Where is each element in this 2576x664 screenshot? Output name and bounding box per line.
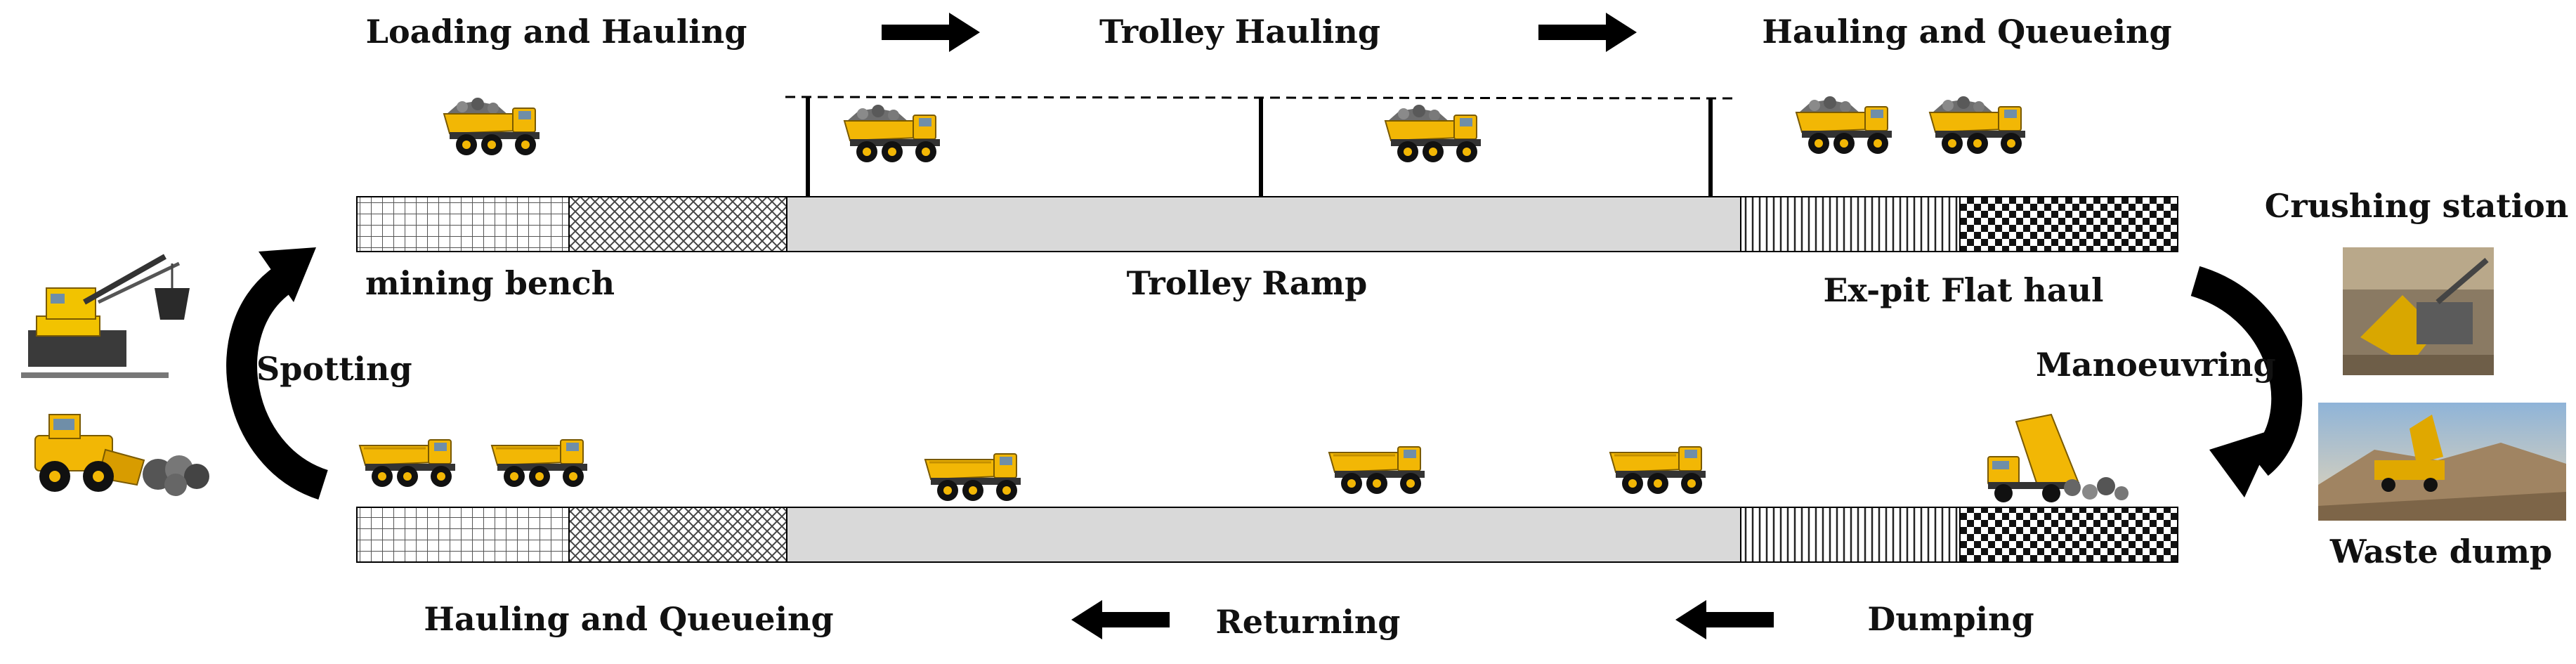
dumping-truck-icon — [1987, 413, 2129, 502]
stage-label-loading-hauling: Loading and Hauling — [365, 13, 747, 51]
right-arrow-icon — [1538, 13, 1637, 52]
loaded-haul-truck-icon — [844, 104, 941, 163]
top-road — [356, 196, 2178, 252]
spotting-curved-arrow — [226, 247, 329, 500]
stage-label-dumping: Dumping — [1867, 600, 2034, 638]
destination-label-crushing-station: Crushing station — [2264, 187, 2569, 225]
waste-dump-photo — [2318, 403, 2566, 521]
electric-shovel-icon — [28, 254, 190, 367]
bottom-road — [356, 507, 2178, 563]
bench-edge — [21, 372, 169, 378]
segment-label-ex-pit-flat-haul: Ex-pit Flat haul — [1823, 271, 2104, 309]
empty-haul-truck-icon — [1328, 445, 1426, 495]
right-arrow-icon — [882, 13, 980, 52]
empty-haul-truck-icon — [924, 453, 1022, 502]
left-arrow-icon — [1675, 600, 1774, 639]
segment-label-mining-bench: mining bench — [365, 264, 615, 302]
manoeuvring-curved-arrow — [2190, 266, 2303, 497]
loaded-haul-truck-icon — [443, 97, 540, 156]
trolley-line — [785, 96, 1736, 197]
empty-haul-truck-icon — [358, 438, 457, 488]
destination-label-waste-dump: Waste dump — [2329, 533, 2553, 571]
wheel-loader-icon — [34, 414, 209, 496]
stage-label-returning: Returning — [1215, 603, 1401, 641]
loaded-haul-truck-icon — [1796, 96, 1892, 155]
loaded-haul-truck-icon — [1929, 96, 2026, 155]
crusher-photo — [2343, 247, 2494, 375]
stage-label-spotting: Spotting — [256, 350, 412, 388]
empty-haul-truck-icon — [490, 438, 589, 488]
stage-label-hauling-queueing-bottom: Hauling and Queueing — [424, 600, 834, 638]
stage-label-manoeuvring: Manoeuvring — [2036, 346, 2276, 384]
segment-label-trolley-ramp: Trolley Ramp — [1126, 264, 1368, 302]
stage-label-hauling-queueing-top: Hauling and Queueing — [1762, 13, 2172, 51]
loaded-haul-truck-icon — [1385, 104, 1482, 163]
stage-label-trolley-hauling: Trolley Hauling — [1099, 13, 1381, 51]
empty-haul-truck-icon — [1609, 445, 1707, 495]
left-arrow-icon — [1071, 600, 1170, 639]
